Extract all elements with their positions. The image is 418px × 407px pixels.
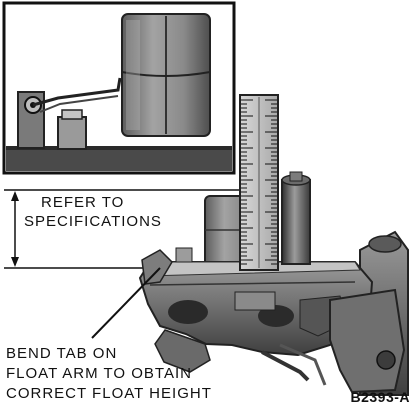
float-height-label: CORRECT FLOAT HEIGHT — [6, 385, 212, 402]
figure-code: B2393-A — [350, 389, 410, 405]
float-arm-label: FLOAT ARM TO OBTAIN — [6, 365, 192, 382]
measuring-scale — [239, 94, 279, 271]
specifications-label: SPECIFICATIONS — [24, 213, 162, 230]
refer-to-label: REFER TO — [41, 194, 125, 211]
inset-float-detail — [2, 1, 236, 175]
leader-line — [91, 267, 161, 339]
bend-tab-label: BEND TAB ON — [6, 345, 118, 362]
